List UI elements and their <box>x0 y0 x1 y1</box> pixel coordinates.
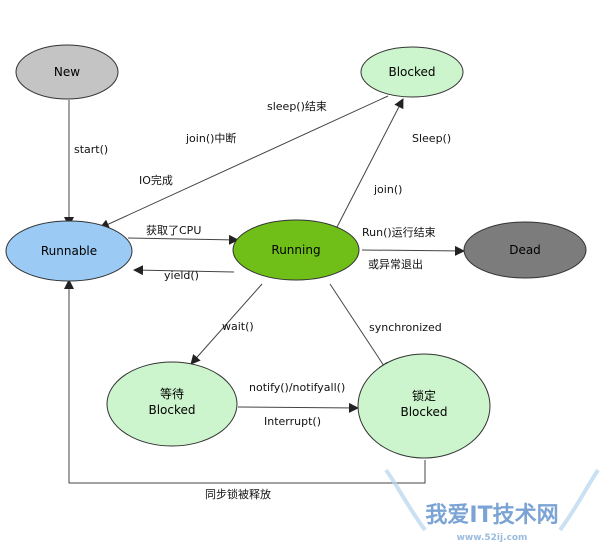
state-locked-blocked: 锁定 Blocked <box>357 353 491 459</box>
label-start: start() <box>74 143 108 156</box>
state-locked-label-1: 锁定 <box>412 388 436 403</box>
label-get-cpu: 获取了CPU <box>146 224 201 237</box>
label-io-done: IO完成 <box>139 173 173 187</box>
watermark-text: 我爱IT技术网 <box>425 503 558 528</box>
state-running-label: Running <box>271 243 320 257</box>
state-blocked: Blocked <box>360 46 464 98</box>
edge-labels: start() sleep()结束 join()中断 IO完成 获取了CPU y… <box>74 100 451 501</box>
state-runnable-label: Runnable <box>41 244 97 258</box>
label-lock-release: 同步锁被释放 <box>205 487 271 501</box>
state-new: New <box>15 44 119 100</box>
state-runnable: Runnable <box>5 220 133 282</box>
state-waiting-label-1: 等待 <box>160 387 184 401</box>
label-interrupt: Interrupt() <box>264 415 321 428</box>
label-synchronized: synchronized <box>369 321 442 334</box>
state-running: Running <box>232 219 360 281</box>
edge-blocked-to-runnable <box>99 95 389 229</box>
edge-get-cpu <box>127 234 239 245</box>
edge-sleep <box>336 98 404 228</box>
state-dead-label: Dead <box>509 243 541 257</box>
label-join: join() <box>373 183 402 196</box>
watermark-url: www.52ij.com <box>457 533 528 543</box>
watermark-wing-left <box>384 468 427 532</box>
edges <box>64 95 465 484</box>
state-locked-label-2: Blocked <box>400 405 447 419</box>
label-run-end-2: 或异常退出 <box>368 257 423 271</box>
watermark-wing-right <box>558 468 600 532</box>
label-sleep-end: sleep()结束 <box>267 100 327 113</box>
edge-synchronized <box>329 283 389 373</box>
label-join-interrupt: join()中断 <box>185 131 236 145</box>
edge-wait <box>190 283 263 365</box>
state-dead: Dead <box>463 221 587 279</box>
state-blocked-label: Blocked <box>388 65 435 79</box>
label-run-end-1: Run()运行结束 <box>362 226 436 239</box>
edge-run-end <box>361 245 465 256</box>
state-waiting-label-2: Blocked <box>148 403 195 417</box>
label-notify: notify()/notifyall() <box>249 381 345 394</box>
watermark: 我爱IT技术网 www.52ij.com <box>384 468 600 543</box>
label-wait: wait() <box>222 320 254 333</box>
edge-lock-release <box>64 279 426 484</box>
edge-yield <box>133 265 235 276</box>
label-yield: yield() <box>164 269 199 282</box>
state-new-label: New <box>54 65 80 79</box>
edge-notify <box>237 402 359 413</box>
state-waiting-blocked: 等待 Blocked <box>106 361 238 447</box>
label-sleep: Sleep() <box>412 132 451 145</box>
